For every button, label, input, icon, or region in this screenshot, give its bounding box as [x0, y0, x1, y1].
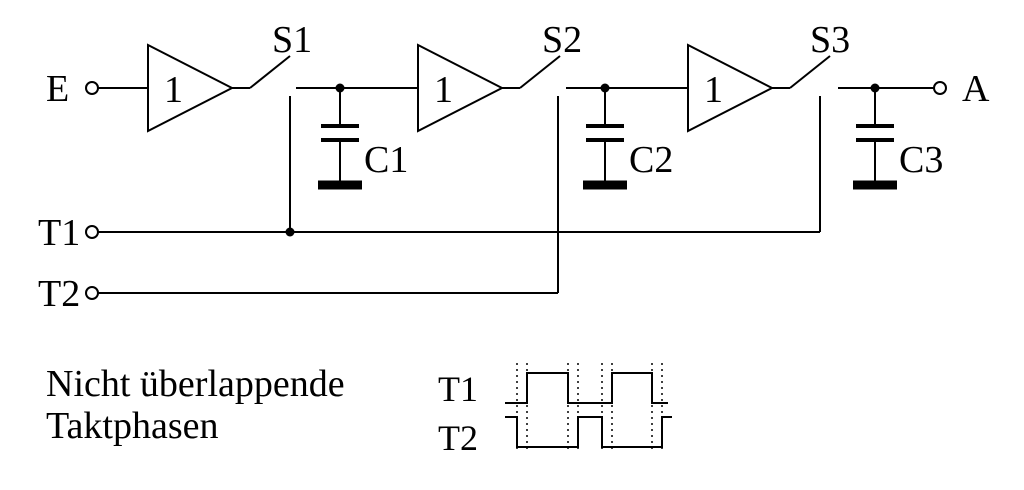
clock1-label: T1	[38, 212, 80, 254]
output-label: A	[962, 68, 990, 110]
amp3-gain-label: 1	[704, 69, 723, 111]
caption-line-1: Nicht überlappende	[46, 363, 345, 405]
switch-s3-label: S3	[810, 19, 850, 61]
clock2-terminal	[85, 286, 99, 300]
capacitors	[318, 83, 897, 190]
timing-gap-markers	[516, 363, 663, 452]
t2-waveform	[505, 416, 672, 448]
switch-s1-label: S1	[272, 19, 312, 61]
buffer-amp-2	[417, 43, 505, 133]
switch-s2-label: S2	[542, 19, 582, 61]
clock1-terminal	[85, 225, 99, 239]
caption-line-2: Taktphasen	[46, 405, 219, 447]
switch-s1-arm	[249, 55, 291, 89]
switch-s2-arm	[519, 55, 561, 89]
input-label: E	[46, 68, 69, 110]
t1-waveform	[505, 372, 668, 404]
timing-t2-label: T2	[438, 418, 478, 458]
clock-lines	[85, 96, 821, 300]
input-terminal	[85, 81, 99, 95]
amp1-gain-label: 1	[164, 69, 183, 111]
capacitor-c1-label: C1	[364, 139, 408, 181]
timing-t1-label: T1	[438, 369, 478, 409]
amp2-gain-label: 1	[434, 69, 453, 111]
clock2-label: T2	[38, 273, 80, 315]
buffer-amp-1	[147, 43, 235, 133]
switch-s3-arm	[789, 55, 831, 89]
output-terminal	[933, 81, 947, 95]
signal-path	[85, 43, 947, 133]
capacitor-c3-label: C3	[899, 139, 943, 181]
capacitor-c2-label: C2	[629, 139, 673, 181]
buffer-amp-3	[687, 43, 775, 133]
